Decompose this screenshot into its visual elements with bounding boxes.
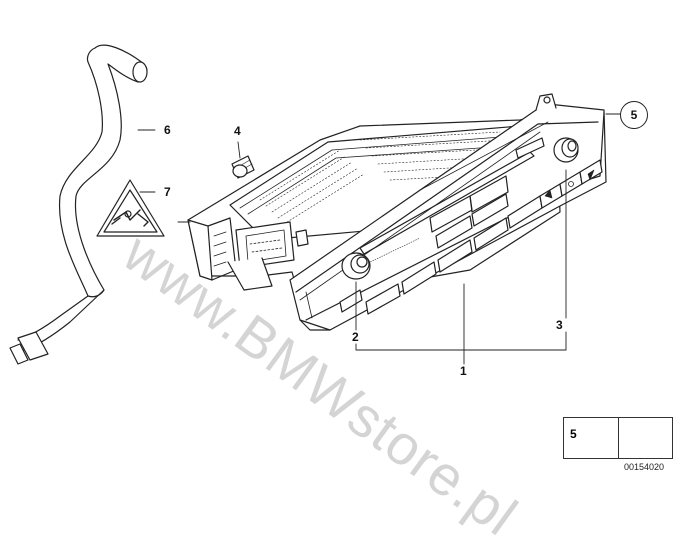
callout-3: 3 <box>556 318 563 332</box>
antenna-cable <box>9 44 148 365</box>
warning-label <box>96 179 165 237</box>
legend-divider <box>618 418 619 458</box>
knob-insert <box>231 155 255 179</box>
callout-5: 5 <box>620 101 648 129</box>
callout-7: 7 <box>164 185 171 199</box>
diagram-id: 00154020 <box>624 462 665 472</box>
callout-4: 4 <box>234 124 241 138</box>
callout-1: 1 <box>460 364 467 378</box>
callout-6: 6 <box>164 123 171 137</box>
legend-part-number: 5 <box>570 427 577 441</box>
front-panel <box>289 93 607 331</box>
leader-lines <box>137 113 623 365</box>
parts-diagram: 6 7 4 2 3 1 5 www.BMWstore.pl 5 00154020 <box>9 44 673 548</box>
legend-box: 5 <box>563 417 673 459</box>
callout-2: 2 <box>352 330 359 344</box>
